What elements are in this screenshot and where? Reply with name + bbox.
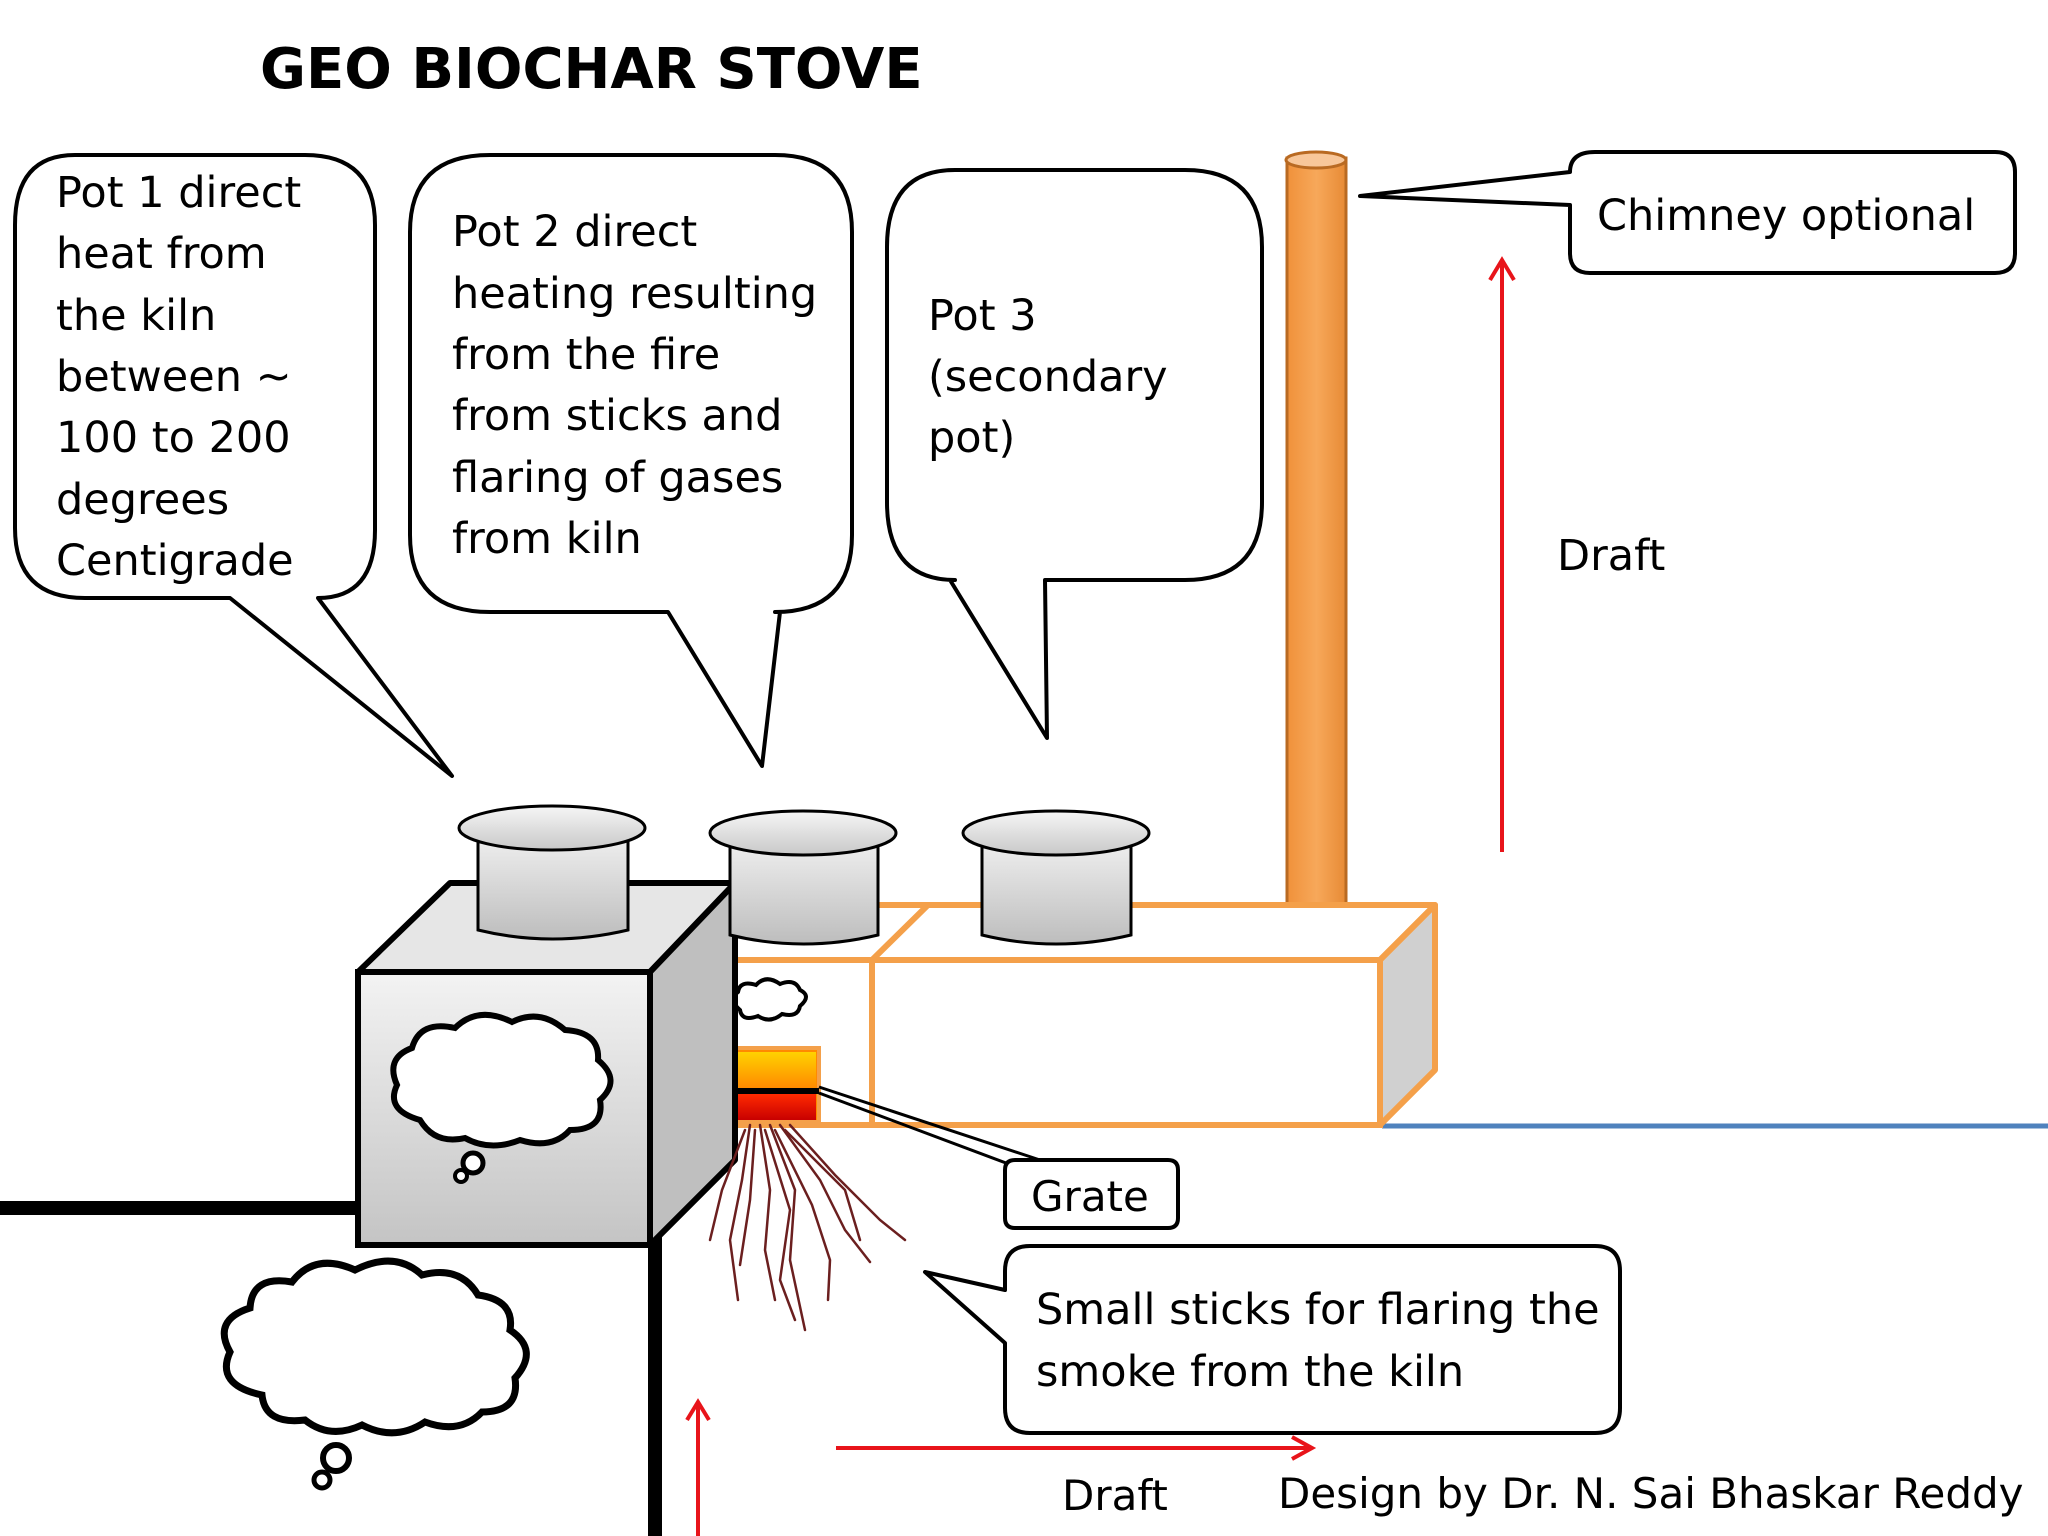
callout-chimney-bubble xyxy=(1358,150,2017,275)
callout-pot1-bubble xyxy=(13,153,454,778)
chimney xyxy=(1284,150,1348,937)
callout-pot3: Pot 3 (secondary pot) xyxy=(885,168,1264,740)
pot-1 xyxy=(457,804,647,941)
callout-pot2-bubble xyxy=(408,153,854,768)
callout-sticks-bubble xyxy=(923,1244,1622,1435)
draft-arrow-bottom-right xyxy=(836,1435,1317,1461)
draft-label-bottom: Draft xyxy=(1062,1471,1168,1520)
callout-pot1: Pot 1 direct heat from the kiln between … xyxy=(13,153,454,778)
smoke-puff-small xyxy=(731,977,808,1022)
draft-arrow-up xyxy=(1488,256,1516,852)
callout-pot3-text: Pot 3 (secondary pot) xyxy=(928,291,1181,463)
callout-pot3-bubble xyxy=(885,168,1264,740)
callout-pot1-text: Pot 1 direct heat from the kiln between … xyxy=(56,168,315,586)
design-credit: Design by Dr. N. Sai Bhaskar Reddy xyxy=(1278,1469,2024,1518)
pot-2 xyxy=(708,809,898,946)
callout-sticks-text: Small sticks for flaring the smoke from … xyxy=(1036,1285,1613,1397)
callout-pot2: Pot 2 direct heating resulting from the … xyxy=(408,153,854,768)
smoke-cloud-kiln xyxy=(390,1011,614,1184)
callout-pot2-text: Pot 2 direct heating resulting from the … xyxy=(452,207,831,564)
diagram-title: GEO BIOCHAR STOVE xyxy=(260,37,923,102)
pot-3 xyxy=(961,809,1151,946)
smoke-cloud-ground xyxy=(220,1257,530,1491)
callout-chimney: Chimney optional xyxy=(1358,150,2017,275)
callout-grate-text: Grate xyxy=(1031,1172,1149,1221)
callout-sticks: Small sticks for flaring the smoke from … xyxy=(923,1244,1622,1435)
sticks xyxy=(708,1123,907,1332)
callout-grate: Grate xyxy=(818,1085,1180,1230)
callout-chimney-text: Chimney optional xyxy=(1597,191,1975,241)
draft-label-top: Draft xyxy=(1557,531,1665,581)
draft-arrow-bottom-up xyxy=(685,1398,711,1536)
callout-grate-box xyxy=(1003,1158,1180,1230)
